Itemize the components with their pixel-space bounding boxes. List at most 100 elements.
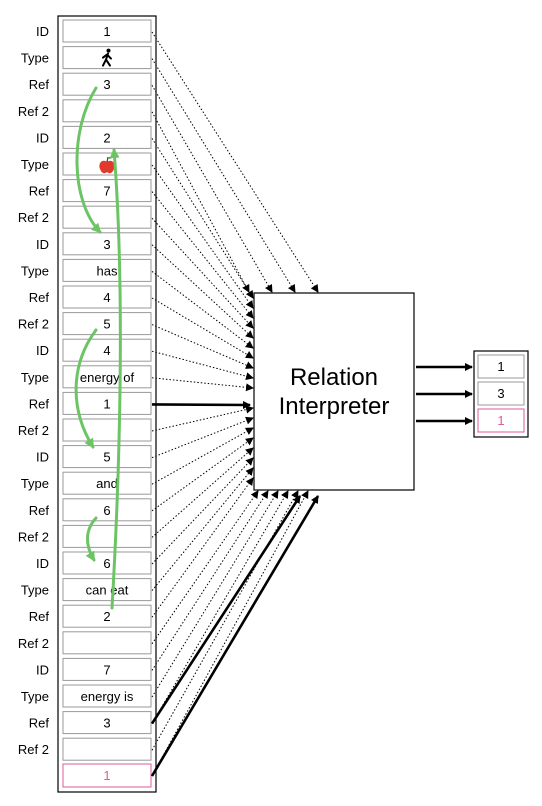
- memory-cell-value: 7: [103, 184, 110, 199]
- memory-row: Ref 2: [18, 737, 152, 761]
- output-column: 1 3 1: [473, 350, 529, 438]
- memory-cell-value: 6: [103, 556, 110, 571]
- memory-cell-value: can eat: [86, 583, 129, 598]
- memory-cell: [62, 125, 152, 149]
- memory-cell-value: 2: [103, 609, 110, 624]
- memory-cell: [62, 391, 152, 415]
- dotted-input-arrow: [151, 297, 254, 359]
- memory-row-label: Ref 2: [18, 317, 49, 332]
- memory-cell: [62, 179, 152, 203]
- memory-row: Ref 2: [18, 418, 152, 442]
- memory-row-label: Ref: [29, 184, 50, 199]
- memory-last-cell-value: 1: [103, 768, 110, 783]
- memory-cell-value: 5: [103, 450, 110, 465]
- dotted-input-arrow: [151, 138, 254, 299]
- memory-cell: [62, 232, 152, 256]
- memory-row-label: Type: [21, 476, 49, 491]
- memory-row-label: Type: [21, 689, 49, 704]
- memory-cell-value: 7: [103, 662, 110, 677]
- memory-cell: [62, 258, 152, 282]
- memory-row-label: ID: [36, 237, 49, 252]
- memory-cell: [62, 205, 152, 229]
- memory-row: Ref 7: [29, 179, 152, 203]
- memory-row-label: Ref 2: [18, 742, 49, 757]
- memory-cell: [62, 285, 152, 309]
- memory-row-label: Type: [21, 583, 49, 598]
- dotted-input-arrow: [151, 84, 273, 293]
- dotted-input-arrow: [151, 477, 254, 618]
- memory-row-label: Ref 2: [18, 423, 49, 438]
- memory-cell-value: energy is: [81, 689, 134, 704]
- memory-row-label: Ref: [29, 716, 50, 731]
- reference-link-arrow: [74, 328, 98, 449]
- ref-input-arrow: [150, 495, 302, 725]
- dotted-input-arrow: [151, 377, 254, 392]
- memory-row: Type energy is: [21, 684, 152, 708]
- dotted-input-arrow: [151, 416, 254, 459]
- memory-cell-value: 4: [103, 290, 110, 305]
- dotted-input-arrow: [151, 457, 254, 565]
- dotted-input-arrow: [151, 217, 254, 329]
- memory-row-label: ID: [36, 556, 49, 571]
- memory-cell: [62, 684, 152, 708]
- dotted-input-arrow: [151, 350, 254, 381]
- memory-cell-value: 6: [103, 503, 110, 518]
- memory-cell-value: 3: [103, 237, 110, 252]
- dotted-input-arrow: [151, 467, 254, 591]
- memory-cell-value: 3: [103, 77, 110, 92]
- memory-cell: [62, 445, 152, 469]
- dotted-input-arrow: [151, 490, 309, 777]
- dotted-input-arrow: [151, 405, 254, 432]
- memory-cell: [62, 365, 152, 389]
- memory-row: Ref 2: [18, 631, 152, 655]
- memory-row-label: Type: [21, 51, 49, 66]
- memory-row-label: ID: [36, 450, 49, 465]
- memory-cell: [62, 471, 152, 495]
- memory-last-cell: 1: [62, 763, 152, 788]
- memory-row: ID 3: [36, 232, 152, 256]
- memory-cell: [62, 418, 152, 442]
- memory-cell: [62, 19, 152, 43]
- memory-cell: [62, 524, 152, 548]
- memory-cell: [62, 737, 152, 761]
- memory-row-label: Type: [21, 263, 49, 278]
- memory-cell-value: 5: [103, 317, 110, 332]
- solid-arrows: [150, 363, 473, 777]
- ref-input-arrow: [151, 400, 251, 409]
- memory-row: ID 6: [36, 551, 152, 575]
- memory-cell-value: 4: [103, 343, 110, 358]
- memory-row: Type: [21, 152, 152, 176]
- memory-cell-value: 1: [103, 24, 110, 39]
- dotted-input-arrow: [151, 490, 299, 751]
- memory-cell: [62, 72, 152, 96]
- memory-row: Ref 3: [29, 711, 152, 735]
- dotted-input-arrow: [151, 271, 254, 349]
- memory-row-label: ID: [36, 130, 49, 145]
- memory-cell: [62, 604, 152, 628]
- reference-links: [74, 86, 122, 610]
- reference-link-arrow: [75, 86, 102, 234]
- dotted-input-arrow: [151, 191, 254, 319]
- dotted-input-arrow: [151, 490, 269, 671]
- memory-row: Ref 2: [18, 205, 152, 229]
- memory-row-label: ID: [36, 343, 49, 358]
- memory-row-label: Ref 2: [18, 210, 49, 225]
- dotted-input-arrow: [151, 31, 319, 293]
- memory-row-label: Ref: [29, 503, 50, 518]
- memory-cell: [62, 498, 152, 522]
- dotted-input-arrow: [151, 437, 254, 512]
- memory-cell-value: 3: [103, 716, 110, 731]
- memory-row-label: Type: [21, 157, 49, 172]
- memory-row-label: Ref 2: [18, 104, 49, 119]
- memory-row-label: Type: [21, 370, 49, 385]
- memory-cell: [62, 657, 152, 681]
- dotted-input-arrow: [151, 58, 296, 293]
